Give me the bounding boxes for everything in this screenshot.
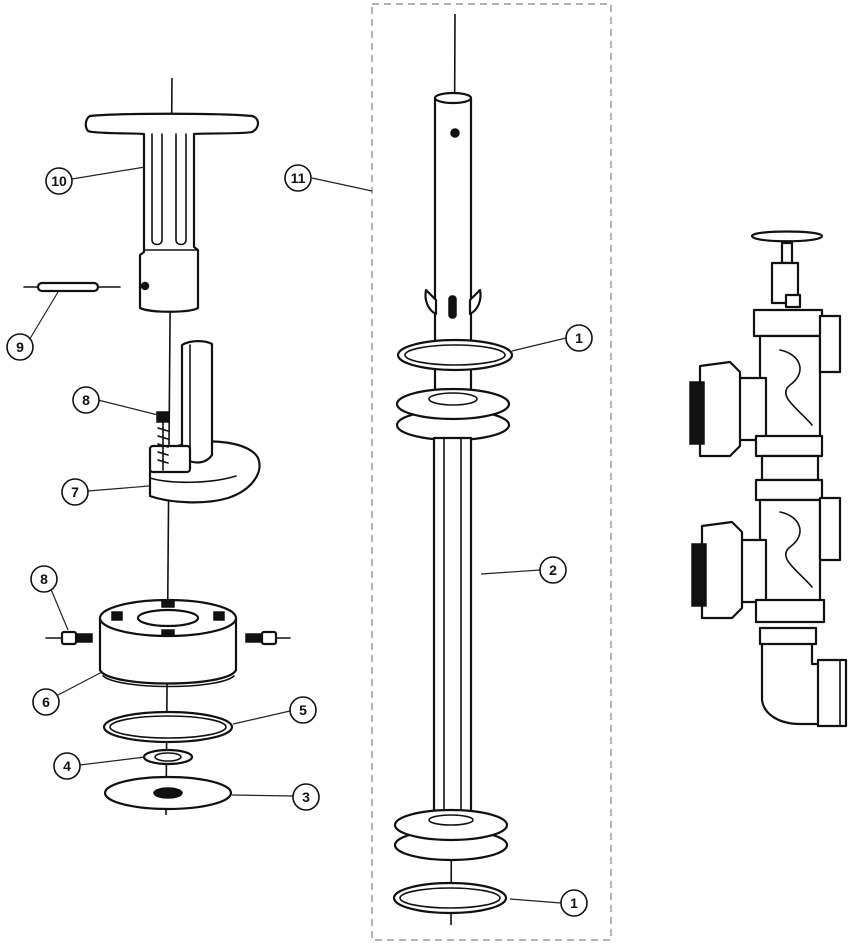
collar-part-6 <box>98 598 238 688</box>
callout-label-5: 5 <box>299 702 307 718</box>
callout-label-6: 6 <box>42 694 50 710</box>
callout-5: 5 <box>289 696 317 724</box>
disc-part-3 <box>103 775 233 811</box>
callout-label-8-bottom: 8 <box>40 571 48 587</box>
rod-part-2 <box>432 436 473 824</box>
set-screws-part-8-bottom <box>45 630 291 646</box>
callout-label-1-top: 1 <box>575 330 583 346</box>
o-ring-part-1-bottom <box>392 881 508 915</box>
t-handle-part-10 <box>84 112 260 313</box>
callout-8-top: 8 <box>72 386 100 414</box>
callout-3: 3 <box>292 783 320 811</box>
callout-1-bottom: 1 <box>560 889 588 917</box>
callout-9: 9 <box>6 333 34 361</box>
leader-lines <box>27 166 567 904</box>
left-assembly <box>23 77 291 816</box>
callout-label-9: 9 <box>16 339 24 355</box>
valve-assembly <box>689 230 848 728</box>
callout-label-2: 2 <box>549 562 557 578</box>
callout-2: 2 <box>539 556 567 584</box>
o-ring-part-1-top <box>396 338 514 372</box>
stem-lower-flange <box>393 808 509 862</box>
stem-upper-flange <box>395 387 511 442</box>
callout-label-10: 10 <box>51 173 67 189</box>
callout-7: 7 <box>61 478 89 506</box>
callout-label-3: 3 <box>302 789 310 805</box>
callout-label-4: 4 <box>63 758 71 774</box>
callout-label-7: 7 <box>71 484 79 500</box>
callout-label-8-top: 8 <box>82 392 90 408</box>
callout-11: 11 <box>284 164 312 192</box>
callout-4: 4 <box>53 752 81 780</box>
stem-upper-tube <box>424 91 482 394</box>
bracket-part-7 <box>148 340 261 504</box>
callout-label-11: 11 <box>291 170 306 186</box>
valve-handwheel-icon <box>750 230 824 243</box>
callout-10: 10 <box>45 167 73 195</box>
callout-6: 6 <box>32 688 60 716</box>
stem-assembly-frame <box>371 3 612 941</box>
screw-part-8-top <box>156 411 170 471</box>
callout-label-1-bottom: 1 <box>570 895 578 911</box>
callout-8-bottom: 8 <box>30 565 58 593</box>
callout-1-top: 1 <box>565 324 593 352</box>
washer-part-4 <box>142 748 194 766</box>
o-ring-part-5 <box>102 710 234 744</box>
stem-assembly <box>371 3 612 941</box>
pin-part-9 <box>23 281 121 293</box>
